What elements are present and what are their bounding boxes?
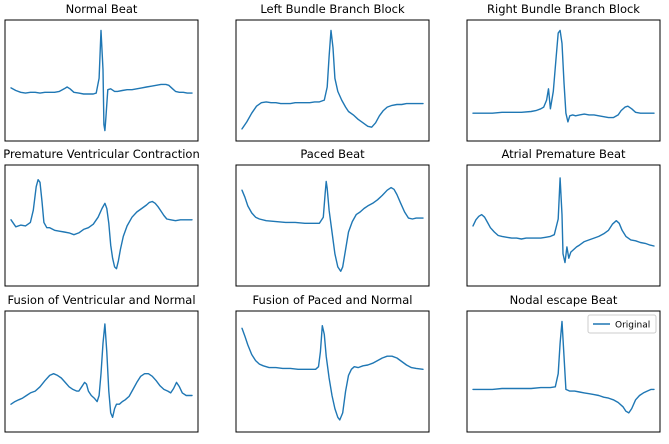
panel-title: Left Bundle Branch Block — [260, 2, 405, 16]
series-line — [241, 29, 424, 130]
chart-panel-1: Normal Beat — [4, 2, 199, 142]
legend-box — [587, 314, 657, 334]
plot-frame — [235, 19, 430, 142]
series-line — [10, 323, 193, 418]
chart-panel-4: Premature Ventricular Contraction — [3, 147, 200, 287]
plot-frame — [4, 310, 199, 433]
series-line — [472, 320, 655, 414]
chart-panel-6: Atrial Premature Beat — [466, 147, 661, 287]
plot-frame — [4, 19, 199, 142]
series-line — [472, 177, 655, 264]
chart-panel-2: Left Bundle Branch Block — [235, 2, 430, 142]
panel-title: Premature Ventricular Contraction — [3, 147, 200, 161]
chart-panel-7: Fusion of Ventricular and Normal — [4, 293, 199, 433]
panel-title: Paced Beat — [300, 147, 365, 161]
plot-frame — [466, 310, 661, 433]
plot-frame — [4, 164, 199, 287]
plot-frame — [466, 164, 661, 287]
legend-label: Original — [615, 321, 650, 331]
panel-title: Normal Beat — [66, 2, 138, 16]
panel-title: Right Bundle Branch Block — [487, 2, 640, 16]
series-line — [10, 29, 193, 132]
series-line — [241, 180, 424, 272]
series-line — [10, 179, 193, 270]
chart-panel-5: Paced Beat — [235, 147, 430, 287]
series-line — [472, 29, 655, 123]
chart-panel-8: Fusion of Paced and Normal — [235, 293, 430, 433]
panel-title: Atrial Premature Beat — [501, 147, 626, 161]
plot-frame — [235, 310, 430, 433]
series-line — [241, 325, 424, 421]
panel-title: Fusion of Paced and Normal — [253, 293, 413, 307]
plot-frame — [466, 19, 661, 142]
legend: Original — [587, 314, 657, 334]
panel-title: Fusion of Ventricular and Normal — [7, 293, 195, 307]
plot-frame — [235, 164, 430, 287]
chart-panel-3: Right Bundle Branch Block — [466, 2, 661, 142]
panel-title: Nodal escape Beat — [510, 293, 618, 307]
